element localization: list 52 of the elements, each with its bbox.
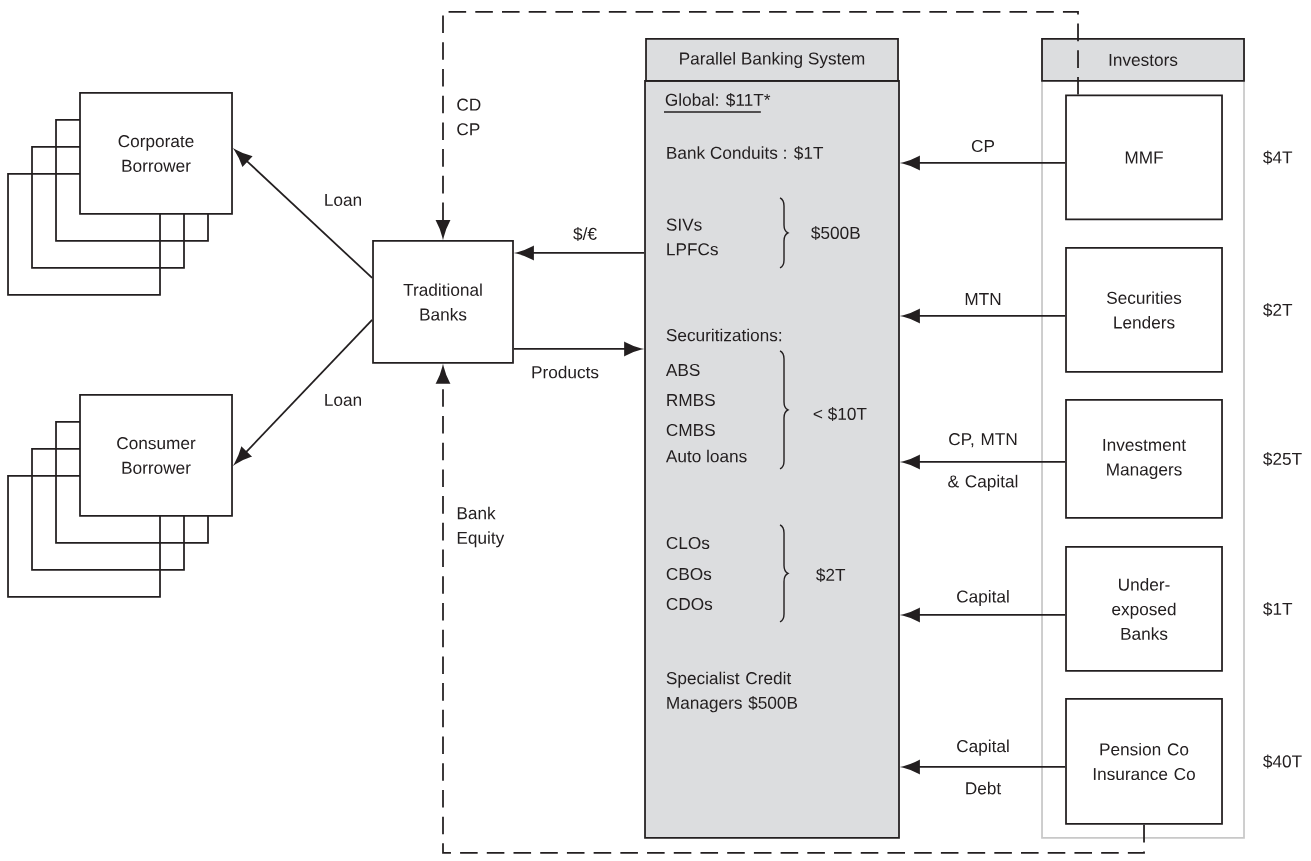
arrow	[234, 319, 373, 465]
arrow	[436, 11, 1079, 238]
process-box: Traditional Banks	[372, 240, 514, 364]
edge-label: CD CP	[457, 98, 481, 136]
list-item: RMBS	[667, 393, 715, 407]
amount-label: $40T	[1263, 754, 1302, 769]
amount-label: < $10T	[813, 407, 867, 421]
arrow	[902, 608, 1067, 622]
edge-label: CP, MTN & Capital	[948, 433, 1018, 491]
process-box: Under- exposed Banks	[1065, 546, 1223, 672]
process-box: Pension Co Insurance Co	[1065, 698, 1223, 825]
text-label: Specialist Credit Managers $500B	[666, 671, 798, 713]
amount-label: $500B	[811, 226, 860, 240]
edge-label: Loan	[320, 190, 366, 210]
edge-label: Capital	[952, 586, 1014, 610]
edge-label: CP	[967, 136, 999, 156]
process-box: MMF	[1065, 94, 1223, 221]
text-label: Securitizations:	[666, 328, 782, 342]
edge-label: Products	[527, 362, 603, 382]
list-item: CMBS	[666, 423, 715, 437]
text-label: Bank Conduits : $1T	[667, 146, 824, 160]
edge-label: Capital Debt	[957, 739, 1009, 795]
borrower-box: Corporate Borrower	[79, 92, 233, 215]
edge-label: Bank Equity	[457, 506, 505, 548]
list-item: ABS	[665, 363, 700, 377]
arrow	[902, 309, 1067, 323]
amount-label: $1T	[1263, 602, 1293, 616]
amount-label: $4T	[1263, 150, 1293, 165]
edge-label: MTN	[960, 289, 1006, 309]
arrow	[234, 149, 373, 279]
process-box: Investment Managers	[1065, 399, 1223, 519]
arrow	[516, 246, 645, 260]
list-item: CLOs	[666, 536, 710, 550]
arrow	[436, 366, 1145, 854]
amount-label: $2T	[816, 568, 846, 582]
header-box: Investors	[1041, 38, 1245, 82]
arrow	[902, 156, 1067, 170]
amount-label: $25T	[1263, 452, 1302, 466]
header-box: Parallel Banking System	[645, 38, 899, 82]
process-box: Securities Lenders	[1065, 247, 1223, 373]
amount-label: $2T	[1263, 303, 1293, 317]
edge-label: Loan	[320, 390, 366, 410]
arrow	[902, 455, 1067, 469]
borrower-box: Consumer Borrower	[79, 394, 233, 517]
arrow	[902, 760, 1067, 774]
underlined-label: Global: $11T*	[663, 93, 771, 113]
text-label: SIVs LPFCs	[666, 218, 718, 256]
edge-label: $/€	[569, 223, 601, 245]
arrow	[513, 342, 642, 356]
list-item: CBOs	[666, 567, 712, 581]
list-item: CDOs	[666, 597, 713, 611]
list-item: Auto loans	[665, 449, 747, 463]
